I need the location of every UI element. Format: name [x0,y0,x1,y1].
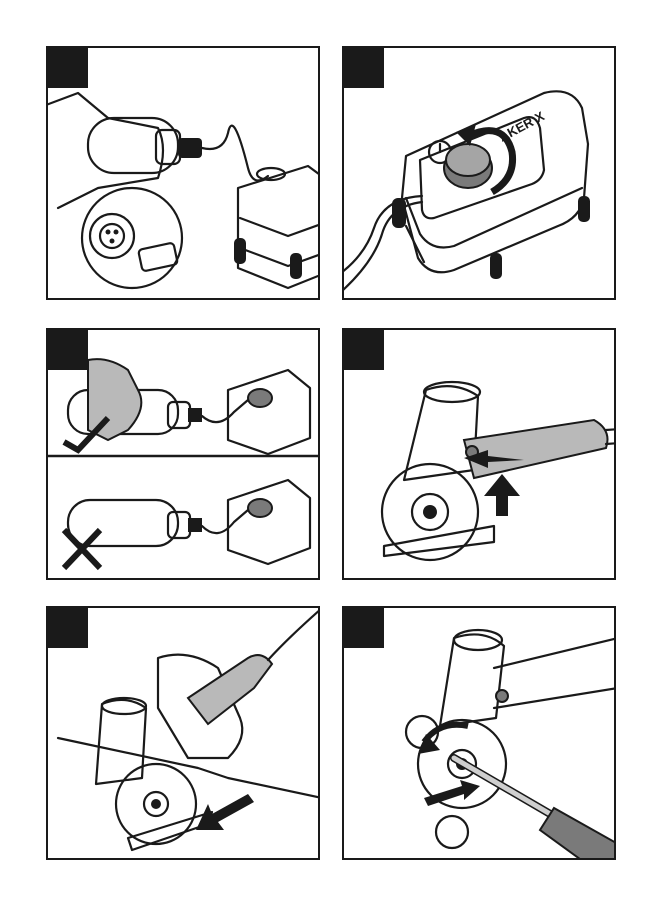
direction-arrow-icon [484,474,520,516]
illustration-connect-cable [48,48,320,300]
push-arrow-icon [424,780,480,806]
cross-icon [64,530,100,568]
illustration-cutting [48,608,320,860]
panel-3-grip [46,328,320,580]
handle [464,420,608,478]
illustration-release [344,330,616,580]
handle [188,655,272,724]
zoom-connector-detail [82,188,182,288]
power-unit [402,91,588,272]
screwdriver-handle [540,808,616,860]
callout-circle-b [436,816,468,848]
power-unit [238,166,320,288]
direction-arrow-icon [196,794,254,830]
panel-4-release [342,328,616,580]
panel-1-connect-cable [46,46,320,300]
panel-2-turn-knob: AKER X [342,46,616,300]
illustration-grip [48,330,320,580]
illustration-blade-change [344,608,616,860]
illustration-turn-knob: AKER X [344,48,616,300]
panel-5-cutting [46,606,320,860]
panel-6-blade-change [342,606,616,860]
